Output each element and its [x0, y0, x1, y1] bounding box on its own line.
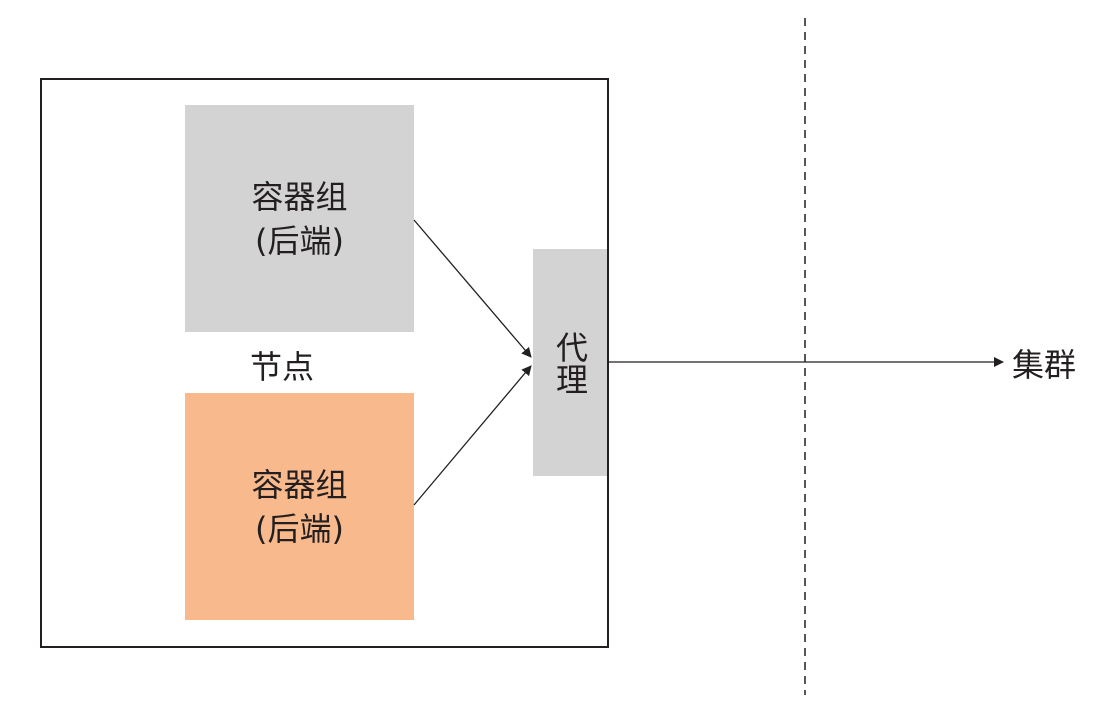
node-label: 节点: [250, 348, 315, 386]
proxy-box: 代理: [533, 249, 607, 476]
pod-subtitle: (后端): [255, 221, 344, 260]
pod-title: 容器组: [251, 465, 348, 504]
arrow-pod2-to-proxy: [413, 365, 532, 506]
pod-backend-2: 容器组 (后端): [185, 393, 414, 620]
node-box: [40, 78, 609, 648]
pod-subtitle: (后端): [255, 509, 344, 548]
arrow-pod1-to-proxy: [413, 219, 532, 358]
pod-backend-1: 容器组 (后端): [185, 105, 414, 332]
pod-title: 容器组: [251, 177, 348, 216]
cluster-label: 集群: [1012, 346, 1077, 384]
